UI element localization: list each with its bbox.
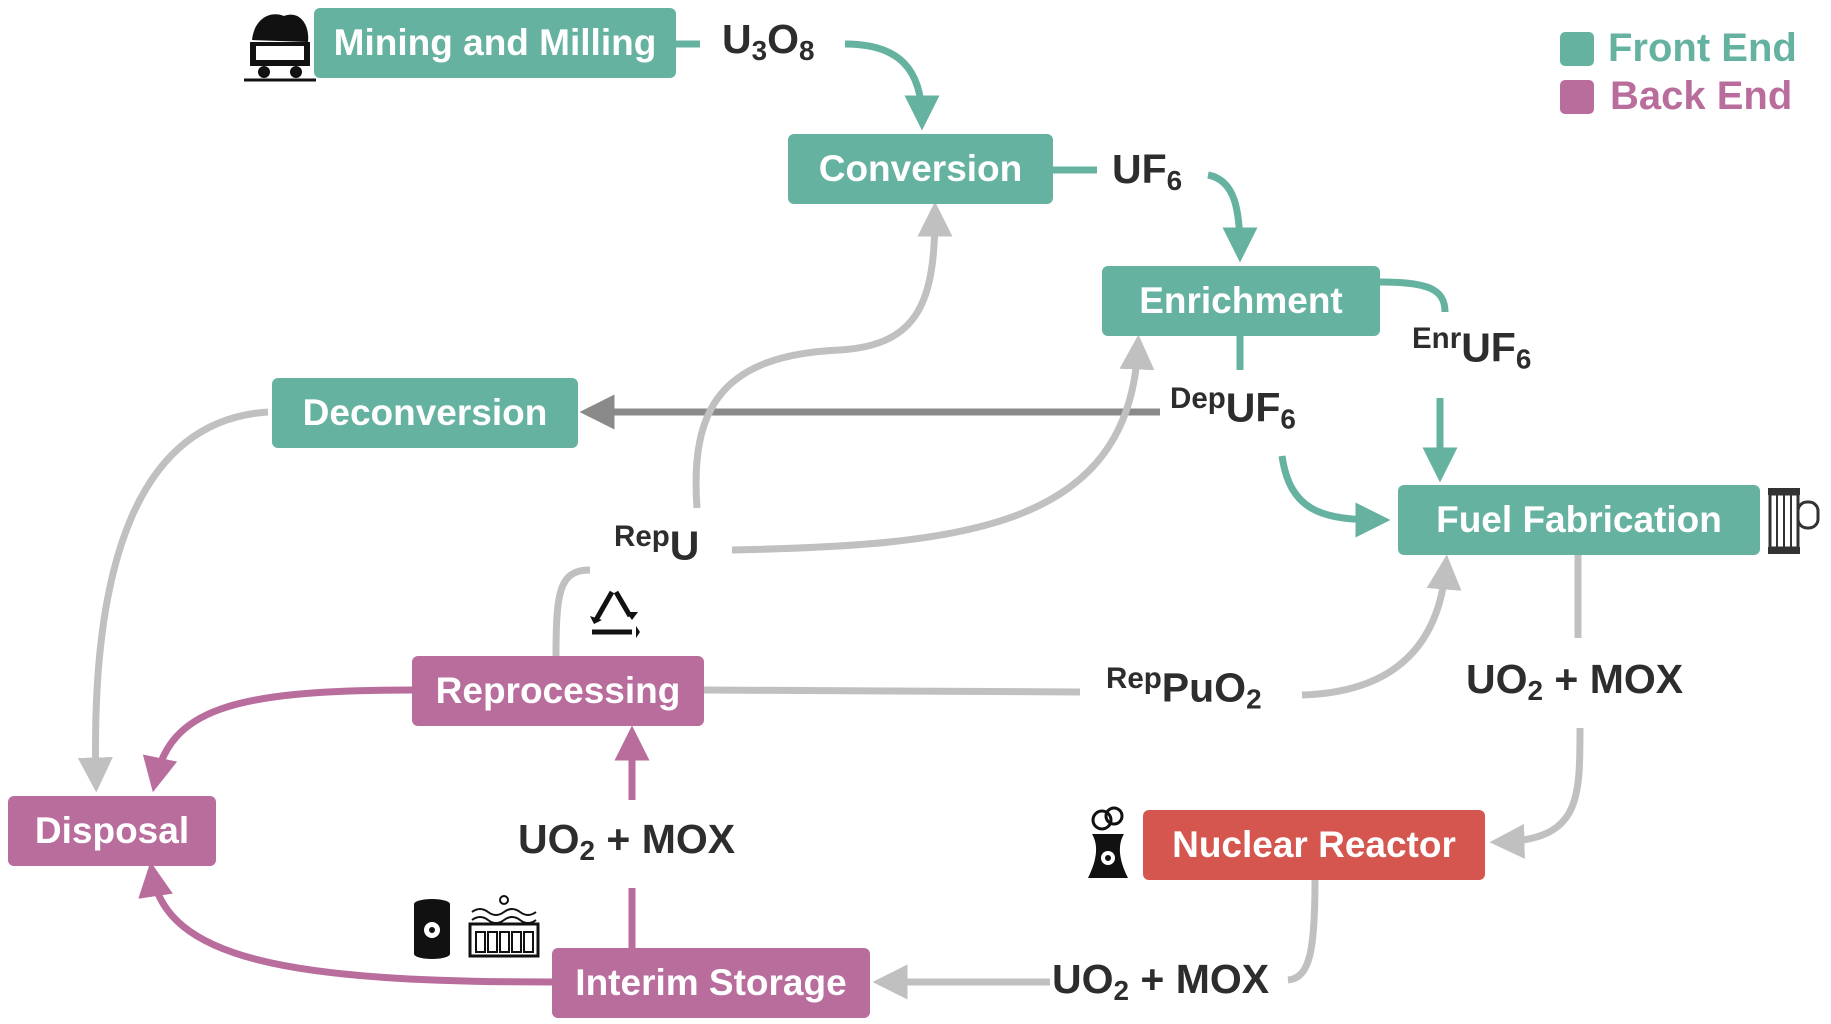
- fuel-assembly-icon: [1768, 488, 1820, 554]
- node-interim-storage: Interim Storage: [552, 948, 870, 1018]
- arrow-repu-conversion: [692, 201, 953, 509]
- arrow-uo2mox-reactor: [1489, 727, 1584, 859]
- node-disposal: Disposal: [8, 796, 216, 866]
- cooling-tower-icon: [1088, 806, 1128, 878]
- node-nuclear-reactor: Nuclear Reactor: [1143, 810, 1485, 880]
- arrow-reprocessing-repu: [552, 566, 591, 657]
- node-fuel-fabrication: Fuel Fabrication: [1398, 485, 1760, 555]
- label-uo2-mox-storage: UO2 + MOX: [518, 816, 736, 866]
- arrow-deconversion-disposal: [77, 408, 269, 793]
- arrow-depuf6-fuelfab: [1278, 455, 1391, 538]
- arrow-reprocessing-reppuo2: [703, 686, 1081, 696]
- arrow-u3o8-conversion: [844, 40, 940, 131]
- arrow-reppuo2-fuelfab: [1301, 554, 1462, 699]
- legend-front-end: Front End: [1608, 26, 1797, 70]
- label-enr-uf6: EnrUF6: [1412, 322, 1532, 375]
- legend-back-end: Back End: [1610, 74, 1793, 118]
- node-reprocessing: Reprocessing: [412, 656, 704, 726]
- label-uo2-mox-fuelfab: UO2 + MOX: [1466, 656, 1684, 706]
- arrow-enrichment-enruf6: [1379, 278, 1449, 313]
- arrow-reactor-uo2mox: [1287, 879, 1319, 984]
- mine-cart-icon: [244, 14, 316, 82]
- legend-swatch-front-end: [1560, 32, 1594, 66]
- node-conversion: Conversion: [788, 134, 1053, 204]
- arrow-repu-enrichment: [731, 334, 1155, 554]
- arrow-interimstorage-disposal: [138, 861, 553, 986]
- node-deconversion: Deconversion: [272, 378, 578, 448]
- node-mining-and-milling: Mining and Milling: [314, 8, 676, 78]
- label-u3o8: U3O8: [722, 16, 815, 66]
- label-uf6: UF6: [1112, 146, 1183, 196]
- node-enrichment: Enrichment: [1102, 266, 1380, 336]
- arrow-uf6-enrichment: [1207, 171, 1258, 263]
- legend-swatch-back-end: [1560, 80, 1594, 114]
- arrow-reprocessing-disposal: [142, 686, 413, 793]
- recycle-icon: [590, 590, 640, 638]
- label-uo2-mox-reactor: UO2 + MOX: [1052, 956, 1270, 1006]
- label-dep-uf6: DepUF6: [1170, 382, 1296, 435]
- label-rep-puo2: RepPuO2: [1106, 662, 1262, 715]
- label-rep-u: RepU: [614, 520, 700, 569]
- storage-pool-icon: [468, 895, 540, 958]
- waste-drum-icon: [414, 899, 450, 959]
